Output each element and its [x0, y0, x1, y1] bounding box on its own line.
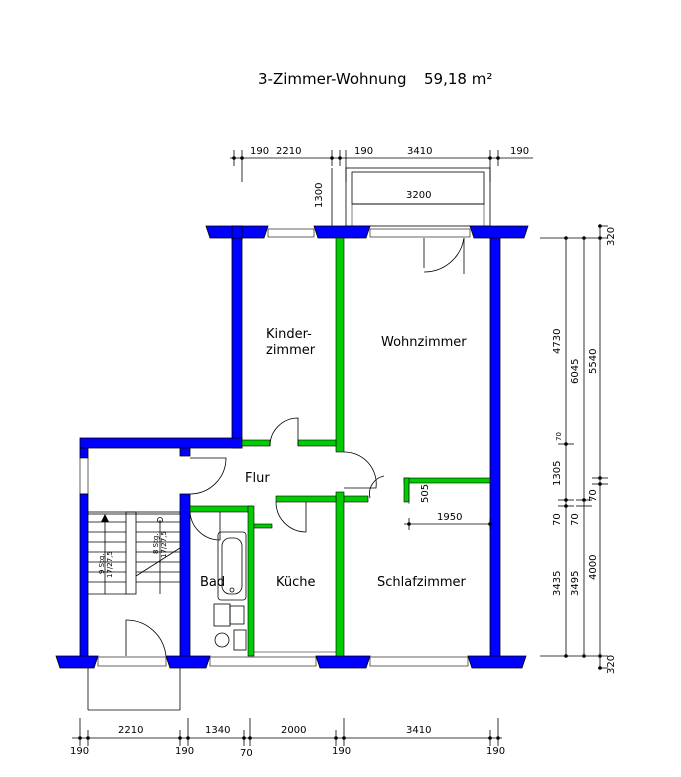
stair-label-a: 9 Stg. — [98, 553, 106, 574]
room-schlafzimmer: Schlafzimmer — [377, 575, 467, 590]
dim-balcony-width: 3200 — [406, 190, 431, 201]
dim-inner-1950: 1950 — [437, 512, 462, 523]
dim-right-5540: 5540 — [588, 349, 599, 374]
stair-entrance-landing — [87, 668, 181, 711]
dim-bottom-2210: 2210 — [118, 725, 143, 736]
dim-bottom-3410: 3410 — [406, 725, 431, 736]
dim-bottom-190b: 190 — [175, 746, 194, 757]
dim-bottom-1340: 1340 — [205, 725, 230, 736]
dim-right-6045: 6045 — [570, 359, 581, 384]
dim-right-3435: 3435 — [552, 571, 563, 596]
dim-right-1305: 1305 — [552, 461, 563, 486]
room-bad: Bad — [200, 575, 225, 590]
dim-right-70d: 70 — [570, 513, 581, 526]
outer-walls — [55, 225, 529, 669]
room-kueche: Küche — [276, 575, 316, 590]
dim-bottom-190d: 190 — [486, 746, 505, 757]
dim-right-3495: 3495 — [570, 571, 581, 596]
right-dimension-chains: 320 4730 6045 5540 70 1305 70 70 70 3435… — [540, 224, 617, 674]
dim-bottom-2000: 2000 — [281, 725, 306, 736]
dim-top-2210: 2210 — [276, 146, 301, 157]
doors — [125, 237, 465, 657]
dim-right-320-bottom: 320 — [606, 655, 617, 674]
plan-title: 3-Zimmer-Wohnung — [258, 70, 407, 88]
dim-balcony-depth: 1300 — [314, 183, 325, 208]
stair-label-a2: 17/27,5 — [106, 551, 114, 578]
dim-right-70a: 70 — [555, 432, 563, 441]
dim-right-320-top: 320 — [606, 227, 617, 246]
room-flur: Flur — [245, 471, 270, 486]
room-wohnzimmer: Wohnzimmer — [381, 335, 467, 350]
dim-right-4000: 4000 — [588, 555, 599, 580]
room-kinder-line2: zimmer — [266, 343, 316, 358]
dim-right-4730: 4730 — [552, 329, 563, 354]
inner-walls — [189, 237, 491, 657]
dim-bottom-190a: 190 — [70, 746, 89, 757]
stairwell: 9 Stg. 17/27,5 8 Stg. 17/27,5 — [87, 511, 181, 595]
dim-top-190b: 190 — [354, 146, 373, 157]
stair-label-b2: 17/27,5 — [160, 531, 168, 558]
inner-dimensions: 505 1950 — [404, 483, 492, 530]
balcony: 3200 — [345, 167, 491, 227]
dim-top-3410: 3410 — [407, 146, 432, 157]
dim-top-190a: 190 — [250, 146, 269, 157]
dim-inner-505: 505 — [420, 484, 431, 503]
top-dimension-chain: 190 2210 190 3410 190 1300 — [230, 146, 533, 226]
room-kinder-line1: Kinder- — [266, 327, 312, 342]
dim-right-70b: 70 — [588, 489, 599, 502]
stair-label-b: 8 Stg. — [152, 533, 160, 554]
dim-bottom-70: 70 — [240, 748, 253, 759]
dim-top-190c: 190 — [510, 146, 529, 157]
dim-right-70c: 70 — [552, 513, 563, 526]
bottom-dimension-chain: 2210 1340 2000 3410 190 190 70 190 190 — [70, 718, 505, 759]
dim-bottom-190c: 190 — [332, 746, 351, 757]
plan-area: 59,18 m² — [424, 70, 492, 88]
bath-fixtures — [213, 531, 247, 651]
